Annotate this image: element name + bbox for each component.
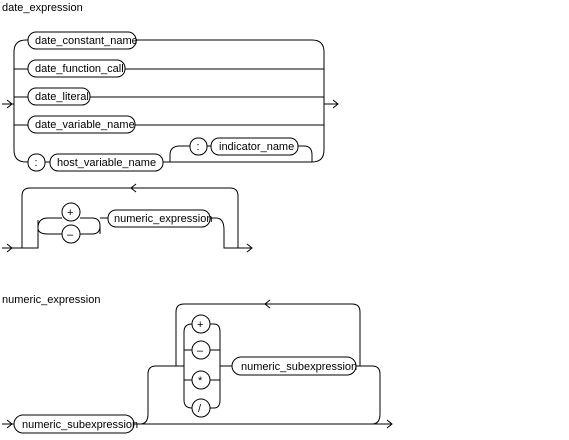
svg-text:*: * [198, 375, 203, 387]
operator-divide-node: / [191, 398, 211, 418]
svg-text:/: / [198, 403, 202, 415]
svg-text:–: – [197, 345, 204, 357]
colon-node-2: : [189, 137, 208, 156]
operator-plus-node: + [191, 314, 211, 334]
svg-text:date_function_call: date_function_call [35, 63, 124, 75]
date-function-call-node: date_function_call [27, 59, 126, 78]
date-expression-title: date_expression [2, 2, 83, 14]
minus-node: – [61, 224, 81, 244]
numeric-expression-diagram: numeric_subexpression + – * [2, 299, 393, 434]
numeric-expression-node: numeric_expression [107, 209, 212, 228]
svg-text:date_literal: date_literal [35, 91, 89, 103]
svg-text:–: – [67, 229, 74, 241]
loop-arrow-icon [130, 183, 137, 193]
numeric-subexpression-node-first: numeric_subexpression [13, 414, 138, 434]
svg-text:+: + [197, 319, 203, 331]
svg-text:numeric_expression: numeric_expression [114, 213, 212, 225]
numeric-subexpression-node-repeat: numeric_subexpression [231, 356, 357, 376]
numeric-exit-arrow-icon [386, 419, 393, 429]
svg-text:date_constant_name: date_constant_name [35, 35, 138, 47]
colon-node-1: : [27, 153, 46, 172]
numeric-expression-title: numeric_expression [2, 294, 100, 306]
svg-text:date_variable_name: date_variable_name [35, 119, 135, 131]
continuation-exit-arrow-icon [246, 243, 253, 253]
operator-multiply-node: * [191, 370, 211, 390]
svg-text::: : [35, 157, 38, 169]
date-constant-name-node: date_constant_name [27, 31, 138, 50]
entry-arrow-icon [6, 99, 13, 109]
date-expression-continuation: + – numeric_expression [2, 183, 253, 253]
date-expression-diagram: date_constant_name date_function_call da… [2, 31, 339, 172]
date-variable-name-node: date_variable_name [27, 115, 136, 134]
svg-text:numeric_subexpression: numeric_subexpression [22, 419, 138, 431]
numeric-loop-arrow-icon [264, 299, 271, 309]
host-variable-name-node: host_variable_name [49, 153, 164, 172]
operator-minus-node: – [191, 340, 211, 360]
svg-text:host_variable_name: host_variable_name [57, 157, 156, 169]
svg-text::: : [197, 141, 200, 153]
svg-text:numeric_subexpression: numeric_subexpression [241, 361, 357, 373]
date-literal-node: date_literal [27, 87, 91, 106]
plus-node: + [61, 202, 81, 222]
svg-text:+: + [67, 207, 73, 219]
numeric-entry-arrow-icon [6, 419, 13, 429]
exit-arrow-icon [332, 99, 339, 109]
svg-text:indicator_name: indicator_name [219, 141, 294, 153]
indicator-name-node: indicator_name [210, 137, 299, 156]
continuation-arrow-icon [6, 243, 13, 249]
